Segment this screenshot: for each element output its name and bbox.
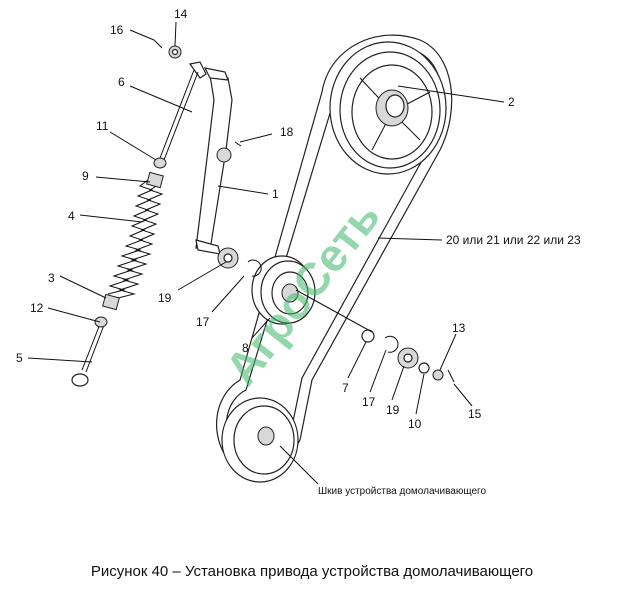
label-13: 13 bbox=[452, 321, 466, 335]
label-1: 1 bbox=[272, 187, 279, 201]
part-labels: 16 14 6 11 9 4 3 12 5 18 1 2 20 или 21 и… bbox=[16, 7, 581, 497]
watermark: АгроСеть bbox=[215, 191, 390, 394]
label-17a: 17 bbox=[196, 315, 210, 329]
label-2: 2 bbox=[508, 95, 515, 109]
label-6: 6 bbox=[118, 75, 125, 89]
label-19b: 19 bbox=[386, 403, 400, 417]
label-10: 10 bbox=[408, 417, 422, 431]
label-pulley-note: Шкив устройства домолачивающего bbox=[318, 486, 486, 497]
lever-arm bbox=[195, 67, 233, 255]
label-belt: 20 или 21 или 22 или 23 bbox=[446, 233, 581, 247]
label-15: 15 bbox=[468, 407, 482, 421]
spring bbox=[102, 171, 164, 311]
bolt bbox=[71, 157, 167, 387]
figure-caption: Рисунок 40 – Установка привода устройств… bbox=[90, 563, 534, 580]
label-4: 4 bbox=[68, 209, 75, 223]
label-14: 14 bbox=[174, 7, 188, 21]
rod bbox=[159, 61, 207, 161]
lower-pulley bbox=[221, 397, 299, 483]
label-9: 9 bbox=[82, 169, 89, 183]
label-12: 12 bbox=[30, 301, 44, 315]
label-8: 8 bbox=[242, 341, 249, 355]
label-11: 11 bbox=[96, 119, 109, 133]
large-pulley bbox=[329, 41, 447, 175]
label-17b: 17 bbox=[362, 395, 376, 409]
label-19a: 19 bbox=[158, 291, 172, 305]
small-parts bbox=[153, 39, 455, 383]
label-3: 3 bbox=[48, 271, 55, 285]
leader-lines bbox=[27, 21, 505, 485]
tension-pulley bbox=[251, 255, 316, 325]
label-16: 16 bbox=[110, 23, 124, 37]
label-5: 5 bbox=[16, 351, 23, 365]
label-18: 18 bbox=[280, 125, 294, 139]
label-7: 7 bbox=[342, 381, 349, 395]
